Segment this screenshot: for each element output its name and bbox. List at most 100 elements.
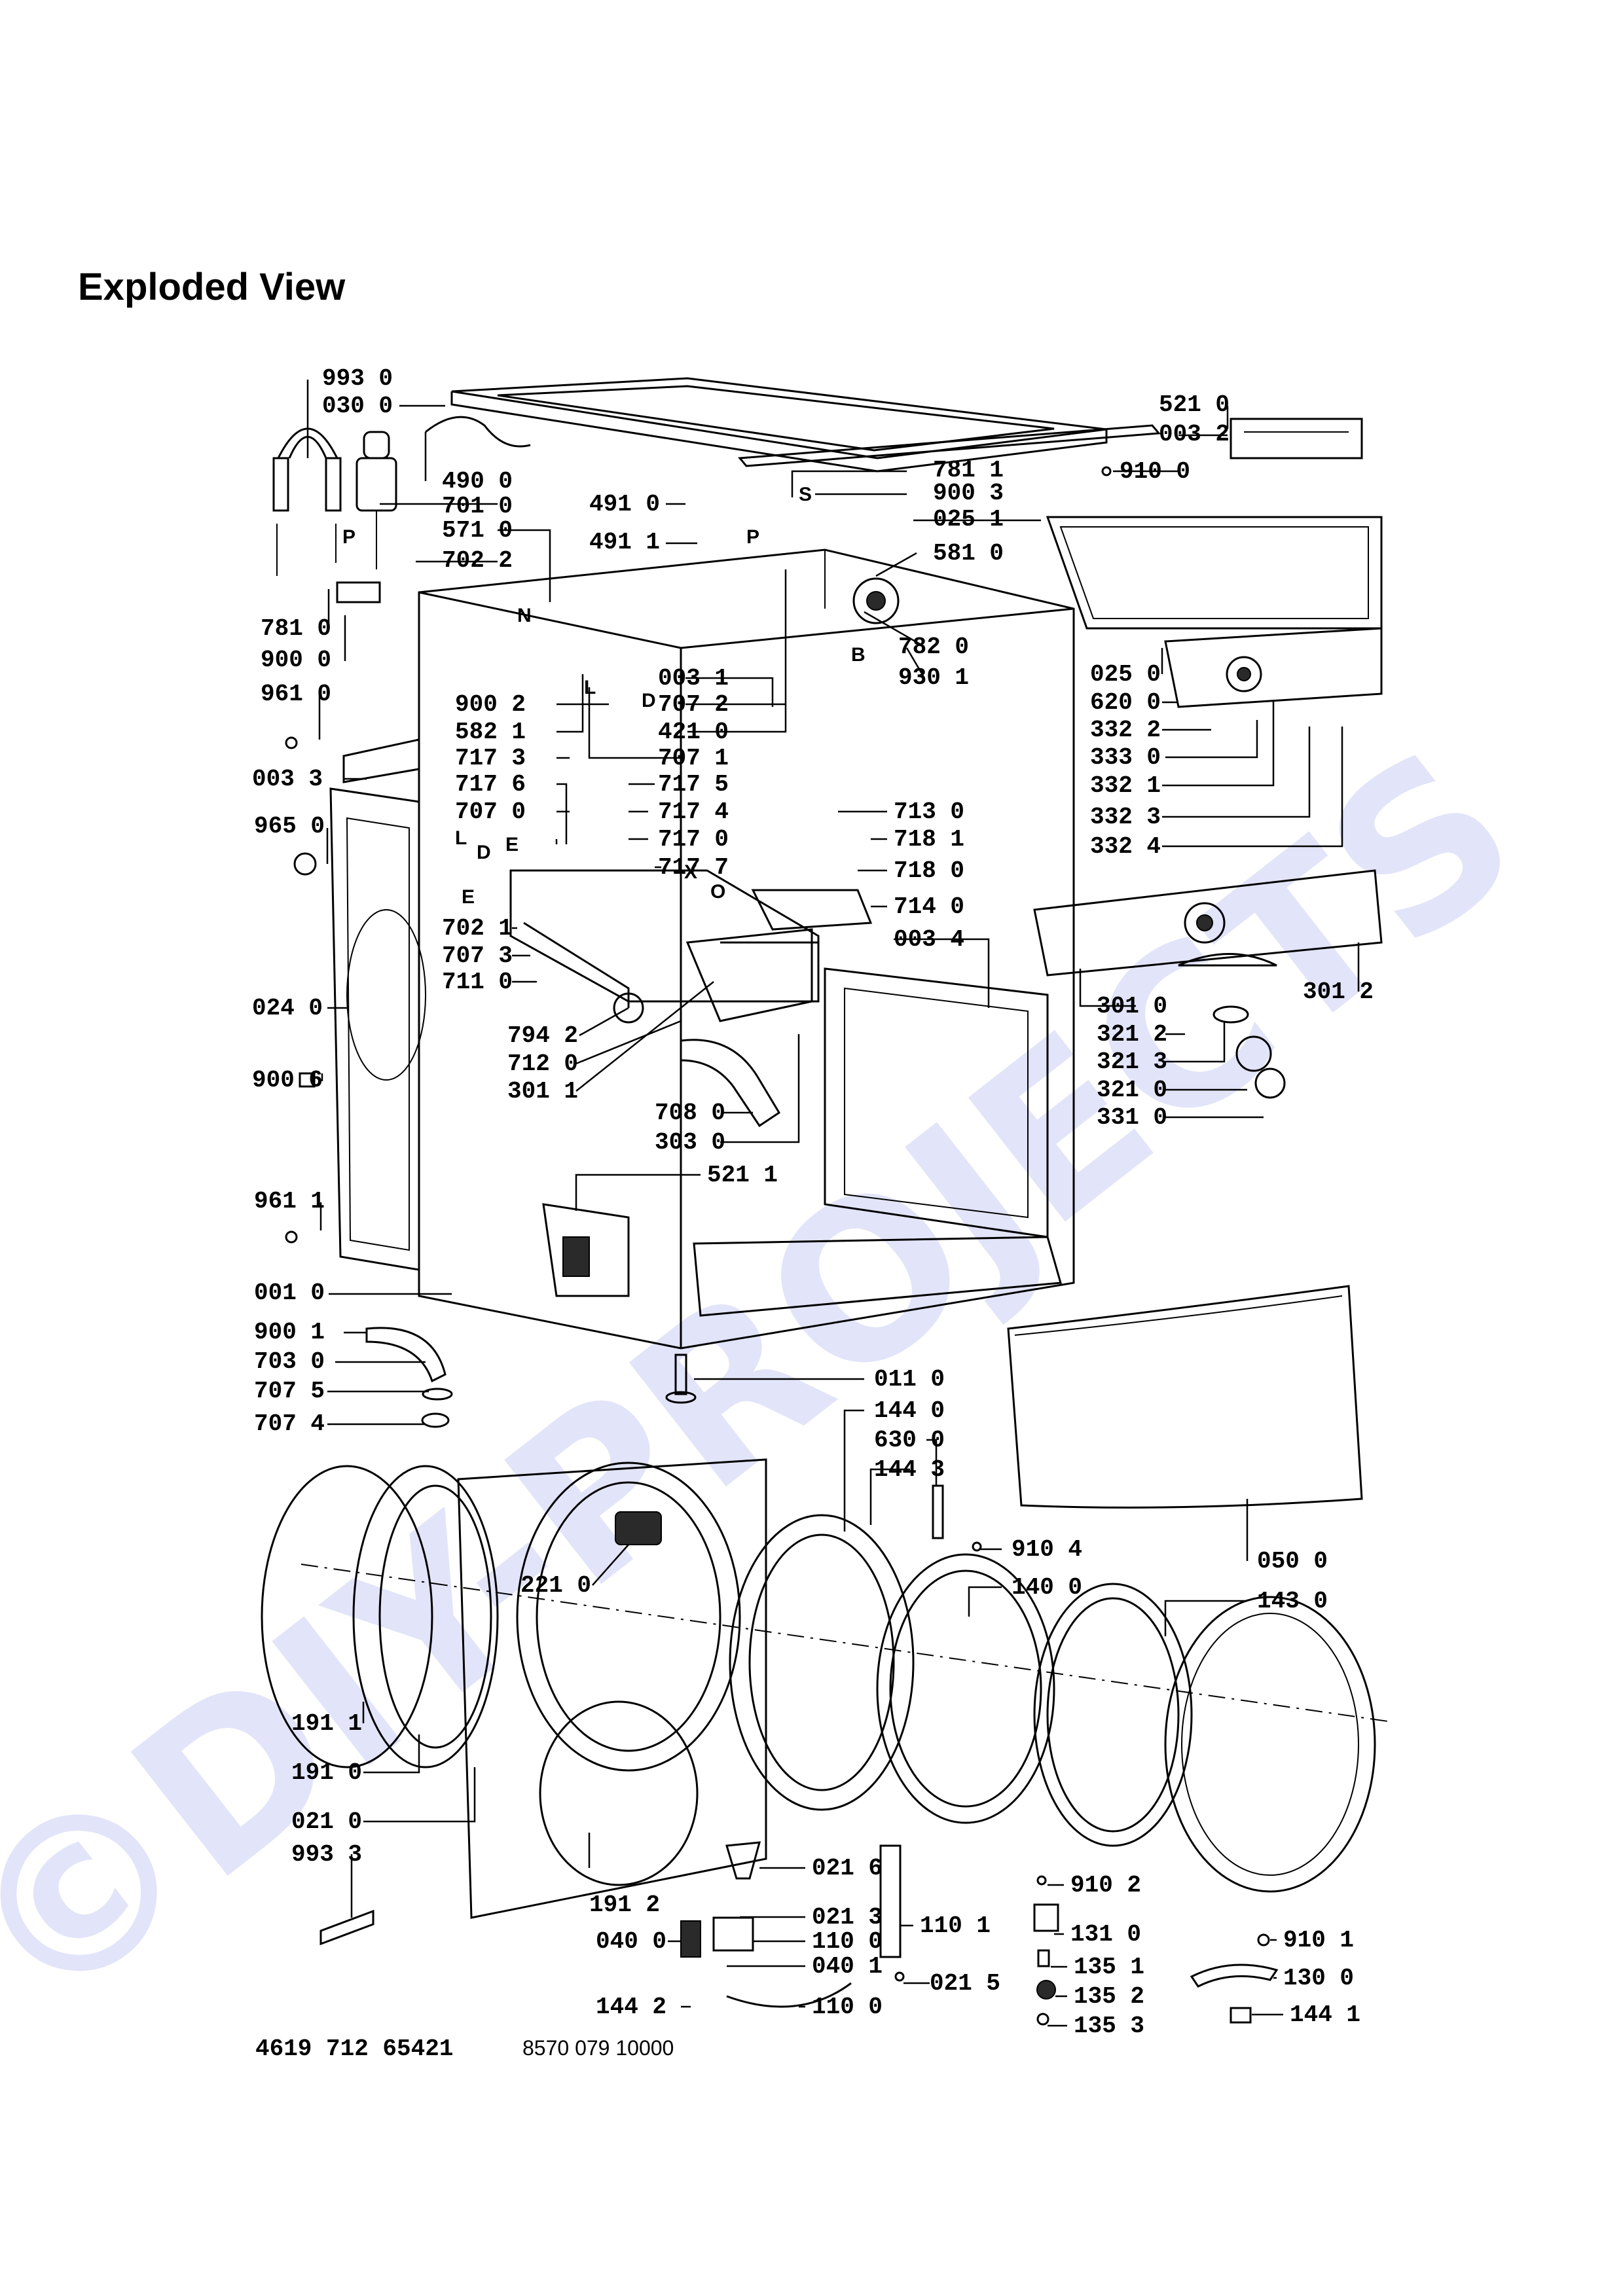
part-callout: 130 0	[1283, 1965, 1354, 1992]
part-callout: 961 1	[254, 1188, 325, 1215]
part-callout: 993 3	[291, 1841, 362, 1868]
part-callout: 191 2	[589, 1892, 660, 1918]
part-callout: 003 4	[894, 926, 964, 953]
part-callout: 040 1	[812, 1953, 883, 1980]
part-callout: 321 0	[1097, 1077, 1167, 1103]
part-callout: 714 0	[894, 893, 964, 920]
document-code-right: 8570 079 10000	[522, 2036, 674, 2060]
part-callout: 025 1	[933, 506, 1004, 533]
part-callout: 331 0	[1097, 1104, 1167, 1131]
part-callout: 521 0	[1159, 391, 1230, 418]
washer-parts-drawing	[261, 377, 1389, 2026]
part-callout: 024 0	[252, 995, 323, 1022]
part-callout: 707 4	[254, 1410, 325, 1437]
part-callout: 712 0	[507, 1050, 578, 1077]
part-callout: 191 1	[291, 1710, 362, 1737]
part-callout: 521 1	[707, 1162, 778, 1189]
part-callout: 003 3	[252, 766, 323, 793]
part-callout: 011 0	[874, 1366, 945, 1393]
part-callout: 701 0	[442, 493, 513, 520]
part-callout: 491 0	[589, 491, 660, 518]
part-callout: 332 4	[1090, 833, 1161, 860]
part-callout: 144 3	[874, 1456, 945, 1483]
part-callout: 708 0	[655, 1100, 725, 1126]
letter-tag: P	[746, 526, 759, 548]
document-code-left: 4619 712 65421	[255, 2036, 453, 2062]
part-callout: 630 0	[874, 1427, 945, 1454]
part-callout: 050 0	[1257, 1548, 1328, 1575]
part-callout: 030 0	[322, 393, 393, 420]
part-callout: 718 0	[894, 857, 964, 884]
part-callout: 332 2	[1090, 717, 1161, 744]
part-callout: 900 6	[252, 1067, 323, 1094]
part-callout: 421 0	[658, 719, 729, 745]
part-callout: 782 0	[898, 634, 969, 660]
part-callout: 707 1	[658, 745, 729, 772]
part-callout: 794 2	[507, 1022, 578, 1049]
part-callout: 332 3	[1090, 804, 1161, 831]
part-callout: 021 0	[291, 1808, 362, 1835]
leader-lines	[306, 380, 1360, 2027]
part-callout: 301 0	[1097, 993, 1167, 1020]
part-callout: 703 0	[254, 1348, 325, 1375]
letter-tag: L	[455, 827, 467, 849]
part-callout: 900 3	[933, 480, 1004, 507]
page-title: Exploded View	[78, 266, 346, 308]
part-callout: 110 0	[812, 1994, 883, 2020]
letter-tag: E	[462, 886, 475, 908]
letter-tag: X	[684, 861, 697, 883]
part-callout: 707 0	[455, 798, 526, 825]
part-callout: 711 0	[442, 969, 513, 996]
part-callouts: 993 0 030 0 490 0 701 0 571 0 702 2 781 …	[252, 365, 1374, 2039]
part-callout: 571 0	[442, 517, 513, 544]
part-callout: 490 0	[442, 468, 513, 495]
part-callout: 003 2	[1159, 421, 1230, 448]
part-callout: 025 0	[1090, 661, 1161, 688]
part-callout: 582 1	[455, 719, 526, 745]
letter-tag: S	[799, 484, 812, 505]
part-callout: 717 0	[658, 826, 729, 853]
letter-tags: P N L D S P B E L E D X O	[342, 484, 866, 908]
part-callout: 717 6	[455, 771, 526, 798]
part-callout: 718 1	[894, 826, 964, 853]
part-callout: 781 0	[261, 615, 331, 642]
part-callout: 221 0	[520, 1572, 591, 1599]
letter-tag: N	[517, 605, 532, 626]
letter-tag: O	[710, 881, 725, 903]
part-callout: 135 2	[1074, 1983, 1144, 2010]
watermark-text: ©DIY-PROJECTS	[0, 701, 1561, 2061]
part-callout: 003 1	[658, 665, 729, 692]
part-callout: 131 0	[1070, 1921, 1141, 1948]
part-callout: 620 0	[1090, 689, 1161, 716]
part-callout: 144 2	[596, 1994, 666, 2020]
part-callout: 717 3	[455, 745, 526, 772]
part-callout: 961 0	[261, 681, 331, 708]
letter-tag: P	[342, 526, 356, 548]
part-callout: 930 1	[898, 664, 969, 691]
part-callout: 321 3	[1097, 1049, 1167, 1075]
part-callout: 001 0	[254, 1280, 325, 1306]
part-callout: 717 4	[658, 798, 729, 825]
part-callout: 717 7	[658, 854, 729, 881]
part-callout: 993 0	[322, 365, 393, 392]
part-callout: 333 0	[1090, 744, 1161, 771]
part-callout: 021 6	[812, 1855, 883, 1882]
part-callout: 900 0	[261, 647, 331, 673]
part-callout: 144 0	[874, 1397, 945, 1424]
part-callout: 581 0	[933, 540, 1004, 567]
part-callout: 900 1	[254, 1319, 325, 1346]
part-callout: 910 2	[1070, 1872, 1141, 1899]
letter-tag: D	[477, 842, 491, 863]
part-callout: 110 1	[920, 1912, 991, 1939]
letter-tag: E	[505, 834, 519, 855]
part-callout: 713 0	[894, 798, 964, 825]
part-callout: 717 5	[658, 771, 729, 798]
part-callout: 143 0	[1257, 1588, 1328, 1615]
part-callout: 021 3	[812, 1904, 883, 1931]
letter-tag: B	[851, 644, 866, 666]
part-callout: 321 2	[1097, 1021, 1167, 1048]
part-callout: 135 3	[1074, 2013, 1144, 2039]
letter-tag: L	[584, 677, 596, 698]
